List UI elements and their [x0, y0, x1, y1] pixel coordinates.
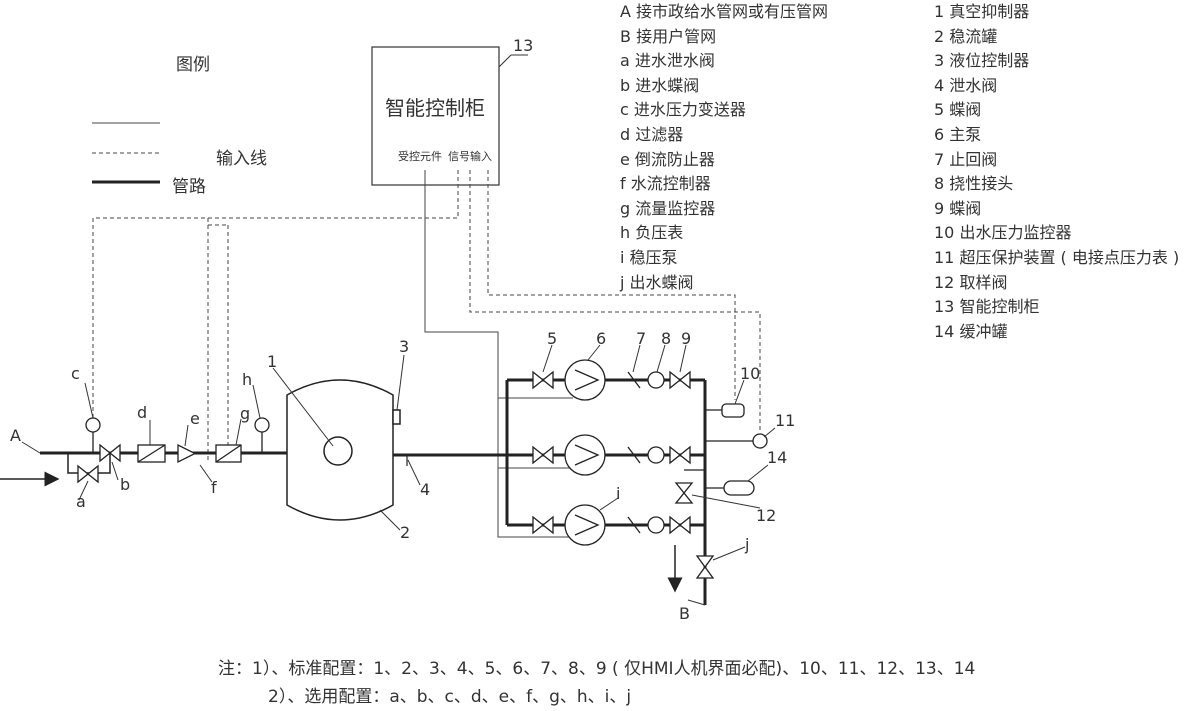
outlet-components [674, 403, 768, 579]
schematic-diagram: 智能控制柜 受控元件 信号输入 13 [0, 36, 795, 623]
legend-input-line-label: 输入线 [216, 149, 267, 169]
callout-f: f [211, 478, 217, 497]
number-item: 14 缓冲罐 [934, 321, 1008, 341]
callout-8: 8 [661, 329, 671, 348]
butterfly-valve-b [99, 443, 121, 463]
number-item: 4 泄水阀 [934, 75, 998, 95]
callout-d: d [137, 403, 147, 422]
letter-list: A 接市政给水管网或有压管网 B 接用户管网 a 进水泄水阀 b 进水蝶阀 c … [620, 0, 828, 295]
inlet-components [77, 417, 270, 484]
number-item: 7 止回阀 [934, 149, 998, 169]
note-line-2: 2）、选用配置：a、b、c、d、e、f、g、h、i、j [268, 687, 632, 707]
callout-3: 3 [399, 337, 409, 356]
callout-2: 2 [400, 523, 410, 542]
letter-item: d 过滤器 [620, 124, 684, 144]
callout-7: 7 [636, 329, 646, 348]
stabilizing-tank [286, 379, 408, 521]
letter-item: j 出水蝶阀 [620, 272, 694, 292]
callout-i: i [616, 484, 620, 503]
callout-labels: A B a b c d e f g h i j 1 2 3 4 5 6 7 8 … [10, 329, 795, 623]
control-lines [424, 170, 573, 538]
callout-leaders [21, 344, 776, 606]
backflow-preventer-e [177, 443, 197, 464]
callout-10: 10 [740, 364, 760, 383]
cabinet-title: 智能控制柜 [385, 96, 485, 120]
vacuum-gauge-h [254, 417, 270, 433]
number-item: 12 取样阀 [934, 272, 1008, 292]
callout-12: 12 [756, 506, 776, 525]
legend-pipe-label: 管路 [172, 177, 206, 197]
number-item: 9 蝶阀 [934, 198, 982, 218]
check-valves [627, 371, 641, 534]
callout-5: 5 [547, 329, 557, 348]
letter-item: f 水流控制器 [620, 174, 711, 194]
pressure-transmitter-c [85, 417, 101, 433]
letter-item: B 接用户管网 [620, 26, 717, 46]
callout-A: A [10, 426, 21, 445]
letter-item: a 进水泄水阀 [620, 51, 715, 71]
number-item: 6 主泵 [934, 124, 982, 144]
callout-g: g [240, 404, 250, 423]
note-line-1: 注：1）、标准配置：1、2、3、4、5、6、7、8、9 ( 仅HMI人机界面必配… [218, 659, 976, 679]
letter-item: h 负压表 [620, 223, 684, 243]
callout-13: 13 [513, 36, 533, 55]
cabinet-port-right: 信号输入 [448, 149, 492, 163]
legend-title: 图例 [176, 55, 210, 75]
signal-lines [92, 170, 761, 462]
callout-4: 4 [420, 480, 430, 499]
callout-14: 14 [767, 448, 787, 467]
number-item: 5 蝶阀 [934, 100, 982, 120]
callout-9: 9 [681, 329, 691, 348]
number-item: 1 真空抑制器 [934, 2, 1030, 21]
callout-c: c [71, 364, 80, 383]
callout-h: h [242, 370, 252, 389]
letter-item: i 稳压泵 [620, 247, 678, 267]
callout-1: 1 [267, 352, 277, 371]
callout-b: b [120, 475, 130, 494]
number-list: 1 真空抑制器 2 稳流罐 3 液位控制器 4 泄水阀 5 蝶阀 6 主泵 7 … [934, 0, 1179, 344]
letter-item: A 接市政给水管网或有压管网 [620, 2, 829, 21]
legend-lines [92, 122, 160, 184]
callout-e: e [190, 409, 200, 428]
callout-11: 11 [775, 411, 795, 430]
callout-a: a [76, 492, 86, 511]
control-cabinet: 智能控制柜 受控元件 信号输入 13 [371, 36, 533, 186]
number-item: 13 智能控制柜 [934, 297, 1040, 317]
drain-valve-a [77, 464, 99, 484]
number-item: 11 超压保护装置 ( 电接点压力表 ) [934, 247, 1180, 267]
letter-item: e 倒流防止器 [620, 149, 715, 169]
callout-B: B [679, 604, 690, 623]
callout-6: 6 [596, 329, 606, 348]
pump-rows [532, 359, 691, 546]
letter-item: b 进水蝶阀 [620, 75, 700, 95]
number-item: 2 稳流罐 [934, 26, 998, 46]
cabinet-port-left: 受控元件 [398, 149, 442, 163]
letter-item: g 流量监控器 [620, 198, 716, 218]
callout-j: j [744, 535, 749, 554]
number-item: 8 挠性接头 [934, 174, 1014, 194]
notes: 注：1）、标准配置：1、2、3、4、5、6、7、8、9 ( 仅HMI人机界面必配… [218, 655, 975, 711]
letter-item: c 进水压力变送器 [620, 100, 746, 120]
number-item: 3 液位控制器 [934, 51, 1030, 71]
number-item: 10 出水压力监控器 [934, 223, 1072, 243]
